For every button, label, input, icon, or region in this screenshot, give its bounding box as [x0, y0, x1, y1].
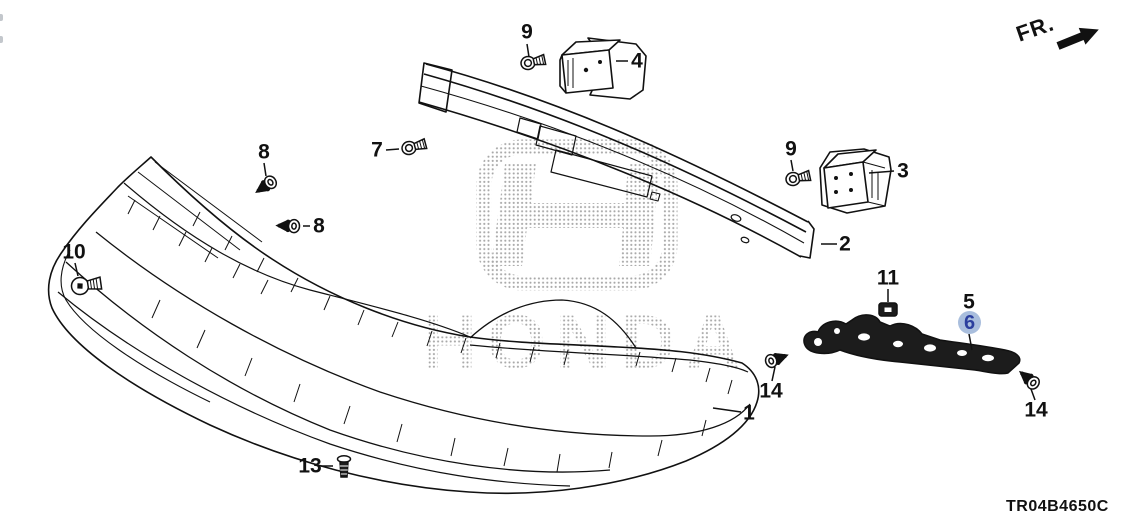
part-label-9-right[interactable]: 9 [785, 137, 797, 161]
screw-8-lower-icon [275, 218, 301, 234]
screw-8-upper-icon [255, 175, 278, 193]
clip-13-icon [336, 455, 352, 478]
part-label-7[interactable]: 7 [371, 138, 383, 162]
rear-bumper-drawing [47, 156, 760, 494]
part-label-8-lower[interactable]: 8 [313, 214, 325, 238]
screw-14-left-icon [764, 352, 789, 369]
bumper-reinforcement-beam [418, 62, 815, 259]
part-label-14-left[interactable]: 14 [759, 379, 783, 403]
part-label-4[interactable]: 4 [631, 49, 643, 73]
clip-11-icon [878, 302, 898, 317]
edge-artifact-icon [0, 36, 3, 43]
part-label-9-top[interactable]: 9 [521, 20, 533, 44]
honda-watermark-text: HONDA [422, 300, 751, 385]
beam-bracket-left [559, 37, 647, 100]
diagram-code: TR04B4650C [1006, 498, 1109, 515]
fr-arrow-icon [1056, 27, 1099, 50]
leader-lines [74, 43, 1036, 467]
part-label-13[interactable]: 13 [298, 454, 322, 478]
bolt-9-right-icon [785, 169, 812, 187]
edge-artifact-icon [0, 14, 3, 21]
part-label-11[interactable]: 11 [876, 266, 900, 290]
part-label-8-upper[interactable]: 8 [258, 140, 270, 164]
part-label-2[interactable]: 2 [839, 232, 851, 256]
part-label-10[interactable]: 10 [62, 240, 86, 264]
part-label-6-highlighted[interactable]: 6 [958, 311, 981, 334]
part-label-14-right[interactable]: 14 [1024, 398, 1048, 422]
beam-bracket-right [819, 148, 892, 214]
part-label-5[interactable]: 5 [963, 290, 975, 314]
part-label-3[interactable]: 3 [897, 159, 909, 183]
part-label-1[interactable]: 1 [743, 401, 755, 425]
bolt-7-icon [401, 137, 428, 156]
fasteners [70, 53, 1040, 478]
bolt-10-icon [70, 276, 103, 296]
bolt-9-top-icon [520, 53, 547, 71]
screw-14-right-icon [1018, 370, 1040, 390]
honda-logo-watermark: HONDA [422, 139, 751, 385]
side-spacer-drawing [803, 314, 1021, 375]
